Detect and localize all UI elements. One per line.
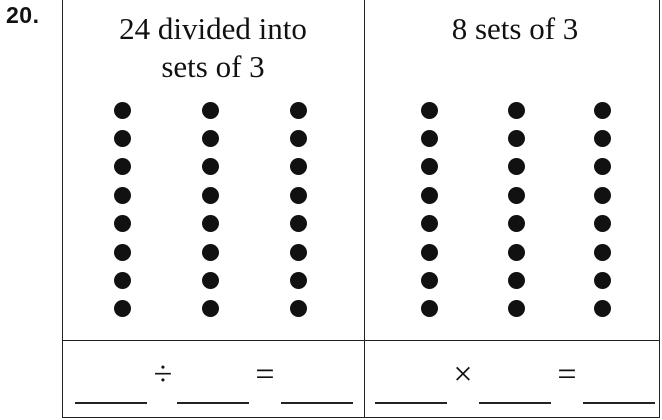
dot — [113, 101, 131, 119]
dot — [289, 101, 307, 119]
left-answer-blank-3[interactable] — [281, 402, 353, 404]
dot — [420, 243, 438, 261]
problem-number: 20. — [6, 2, 40, 28]
right-title-line-1: 8 sets of 3 — [451, 11, 579, 46]
dot — [420, 129, 438, 147]
dot — [201, 300, 219, 318]
dot — [593, 215, 611, 233]
dot — [113, 158, 131, 176]
dot — [201, 129, 219, 147]
dot — [420, 186, 438, 204]
dot — [201, 101, 219, 119]
dot — [507, 243, 525, 261]
right-answer-blank-3[interactable] — [583, 402, 655, 404]
dot — [593, 271, 611, 289]
dot — [593, 186, 611, 204]
dot — [420, 215, 438, 233]
left-title-line-2: sets of 3 — [161, 49, 265, 84]
dot — [289, 243, 307, 261]
dot — [289, 158, 307, 176]
dot — [201, 243, 219, 261]
dot — [420, 158, 438, 176]
dot — [507, 158, 525, 176]
left-answer-blank-1[interactable] — [75, 402, 147, 404]
dot — [289, 186, 307, 204]
dot — [507, 300, 525, 318]
dot — [289, 215, 307, 233]
dot — [507, 271, 525, 289]
dot — [507, 186, 525, 204]
dot — [420, 300, 438, 318]
right-answer-blank-1[interactable] — [375, 402, 447, 404]
left-title-line-1: 24 divided into — [119, 11, 307, 46]
dot — [593, 129, 611, 147]
dot — [113, 186, 131, 204]
dot — [593, 101, 611, 119]
dot — [507, 215, 525, 233]
dot — [420, 101, 438, 119]
dot — [507, 129, 525, 147]
left-panel-title: 24 divided into sets of 3 — [63, 10, 363, 86]
left-equals-sign: = — [255, 356, 275, 393]
dot — [289, 271, 307, 289]
left-answer-blank-2[interactable] — [177, 402, 249, 404]
dot — [289, 129, 307, 147]
horizontal-divider — [63, 340, 659, 341]
dot — [113, 243, 131, 261]
right-panel-title: 8 sets of 3 — [365, 10, 662, 48]
dot — [593, 158, 611, 176]
worksheet-grid: 24 divided into sets of 3 8 sets of 3 ÷ … — [62, 0, 660, 418]
dot — [201, 186, 219, 204]
multiplication-sign: × — [453, 356, 473, 393]
dot — [593, 300, 611, 318]
dot — [593, 243, 611, 261]
dot — [507, 101, 525, 119]
vertical-divider — [364, 0, 365, 417]
division-sign: ÷ — [153, 356, 173, 393]
dot — [201, 215, 219, 233]
dot — [113, 129, 131, 147]
dot — [420, 271, 438, 289]
dot — [201, 158, 219, 176]
dot — [113, 215, 131, 233]
dot — [113, 300, 131, 318]
dot — [113, 271, 131, 289]
dot — [201, 271, 219, 289]
right-answer-blank-2[interactable] — [479, 402, 551, 404]
right-equals-sign: = — [557, 356, 577, 393]
dot — [289, 300, 307, 318]
